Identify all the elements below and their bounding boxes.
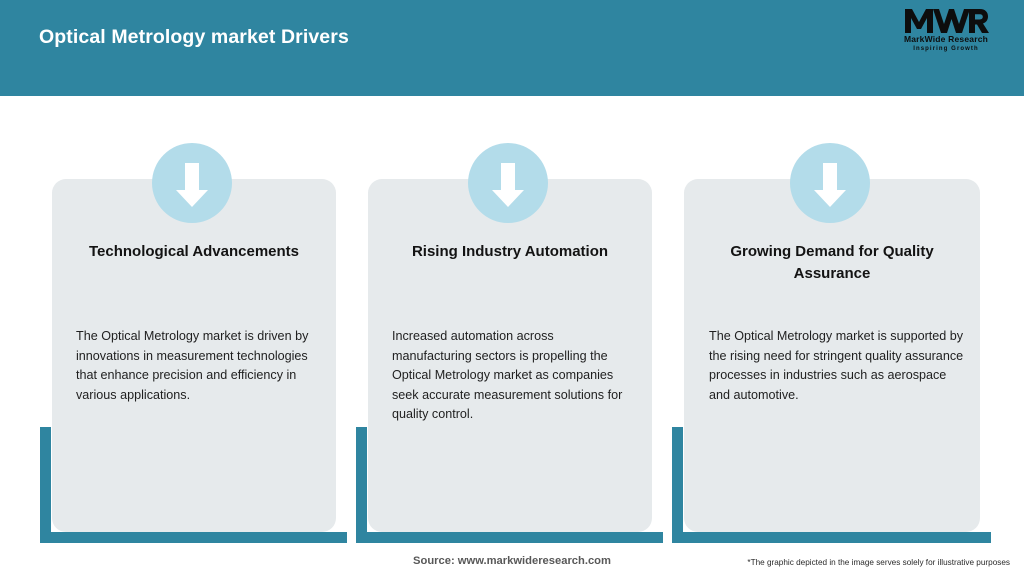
drivers-card-row: Technological Advancements The Optical M…	[0, 96, 1024, 543]
logo-tagline: Inspiring Growth	[913, 46, 979, 52]
card-title: Rising Industry Automation	[411, 243, 609, 260]
card-title: Growing Demand for Quality Assurance	[730, 243, 934, 282]
page-header: Optical Metrology market Drivers MarkWid…	[0, 0, 1024, 96]
driver-card-2: Rising Industry Automation Increased aut…	[345, 143, 663, 543]
card-accent-frame	[356, 427, 663, 543]
card-surface: Growing Demand for Quality Assurance The…	[684, 179, 980, 532]
card-surface: Rising Industry Automation Increased aut…	[368, 179, 652, 532]
card-body-text: The Optical Metrology market is supporte…	[709, 329, 964, 402]
page-title: Optical Metrology market Drivers	[39, 26, 349, 48]
driver-card-1: Technological Advancements The Optical M…	[29, 143, 347, 543]
card-body-text: Increased automation across manufacturin…	[392, 329, 623, 421]
card-title: Technological Advancements	[88, 243, 300, 260]
brand-logo: MarkWide Research Inspiring Growth	[890, 8, 1002, 64]
down-arrow-icon	[790, 143, 870, 223]
card-surface: Technological Advancements The Optical M…	[52, 179, 336, 532]
source-label: Source: www.markwideresearch.com	[413, 555, 611, 567]
card-accent-frame	[672, 427, 991, 543]
disclaimer-note: *The graphic depicted in the image serve…	[747, 558, 1010, 567]
logo-company-name: MarkWide Research	[903, 34, 989, 44]
down-arrow-icon	[468, 143, 548, 223]
driver-card-3: Growing Demand for Quality Assurance The…	[661, 143, 991, 543]
mwr-monogram-icon	[890, 8, 1002, 34]
down-arrow-icon	[152, 143, 232, 223]
card-body-text: The Optical Metrology market is driven b…	[76, 329, 309, 402]
card-accent-frame	[40, 427, 347, 543]
